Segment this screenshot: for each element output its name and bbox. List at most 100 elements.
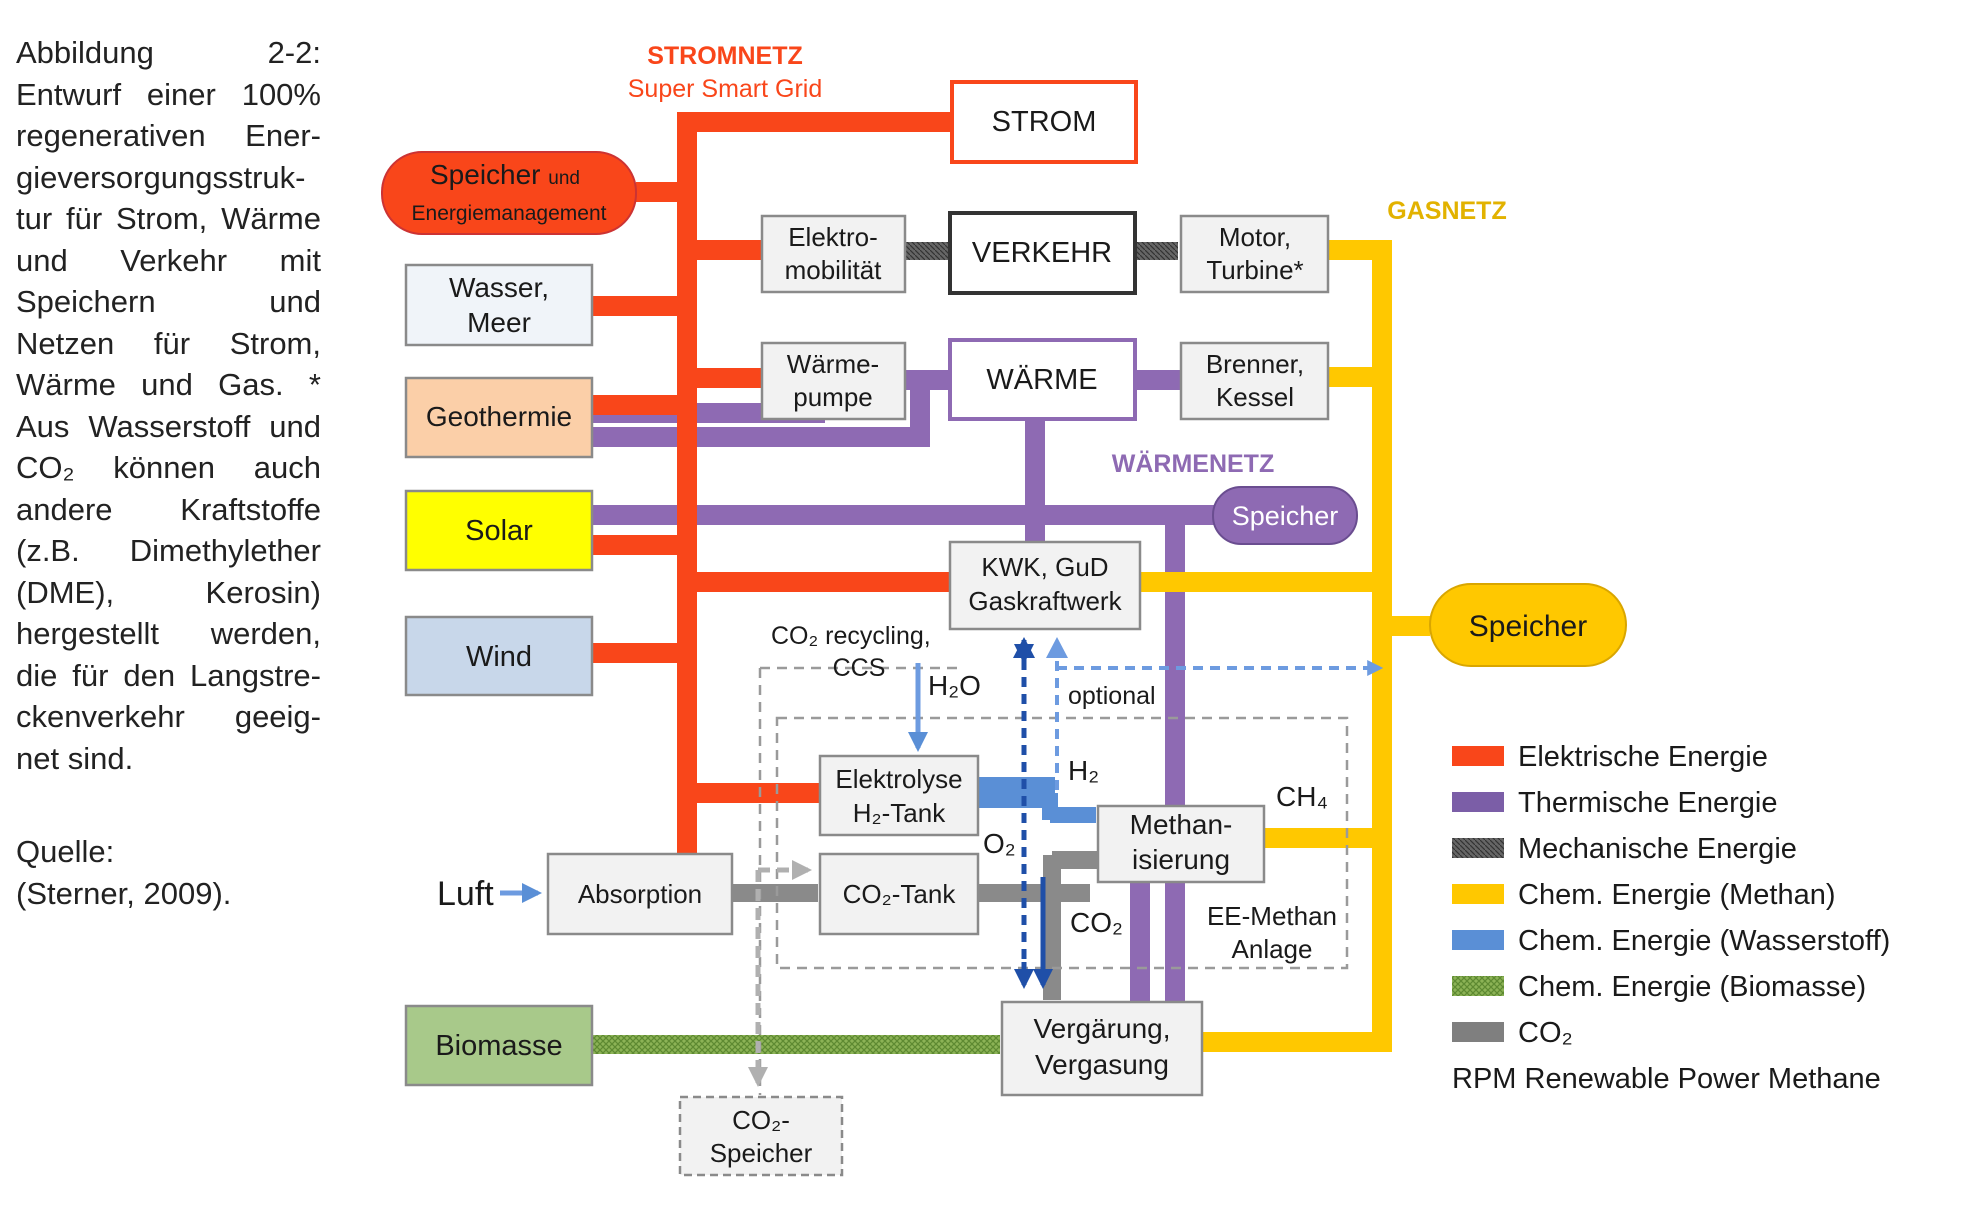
geothermie-node: Geothermie	[404, 376, 594, 459]
svg-text:Absorption: Absorption	[578, 879, 702, 909]
svg-text:Geothermie: Geothermie	[426, 401, 572, 432]
svg-text:STROM: STROM	[992, 106, 1097, 138]
svg-text:Methan-: Methan-	[1130, 809, 1233, 840]
svg-text:WÄRME: WÄRME	[986, 364, 1097, 396]
h2-label: H₂	[1068, 755, 1099, 786]
luft-label: Luft	[437, 875, 494, 913]
legend-label-0: Elektrische Energie	[1518, 741, 1768, 773]
legend-label-1: Thermische Energie	[1518, 787, 1778, 819]
legend-swatch-3	[1452, 884, 1504, 904]
svg-text:Meer: Meer	[467, 307, 531, 338]
wind-node: Wind	[404, 615, 594, 697]
energiemanagement-label: Energiemanagement	[412, 202, 607, 225]
svg-text:KWK, GuD: KWK, GuD	[981, 552, 1108, 582]
legend-label-3: Chem. Energie (Methan)	[1518, 879, 1836, 911]
ee-methan-anlage-label: Anlage	[1232, 934, 1313, 964]
waerme-speicher-node: Speicher	[1212, 486, 1358, 545]
vergaerung-node: Vergärung, Vergasung	[1000, 1000, 1204, 1097]
svg-text:Turbine*: Turbine*	[1206, 255, 1303, 285]
ee-methan-frame	[775, 716, 1349, 970]
gasnetz-title: GASNETZ	[1387, 197, 1506, 225]
optional-dashed-arrows	[1055, 658, 1384, 790]
biomasse-node: Biomasse	[404, 1004, 594, 1087]
dark-blue-arrowhead-up	[1013, 637, 1035, 658]
svg-text:Biomasse: Biomasse	[435, 1030, 562, 1062]
svg-text:Speicher: Speicher	[710, 1138, 813, 1168]
ee-methan-label: EE-Methan	[1207, 901, 1337, 931]
legend-swatch-6	[1452, 1022, 1504, 1042]
hydrogen-lines	[976, 777, 1096, 823]
co2-tank-node: CO₂-Tank	[818, 852, 980, 936]
strom-node: STROM	[950, 80, 1138, 164]
legend-label-2: Mechanische Energie	[1518, 833, 1797, 865]
kwk-gud-node: KWK, GuD Gaskraftwerk	[948, 540, 1142, 631]
elektromobilitaet-node: Elektro- mobilität	[760, 214, 907, 294]
legend-label-5: Chem. Energie (Biomasse)	[1518, 971, 1866, 1003]
source-label: Quelle:	[16, 834, 115, 869]
legend-swatch-2	[1452, 838, 1504, 858]
svg-text:Vergasung: Vergasung	[1035, 1049, 1169, 1080]
svg-text:Speicher und: Speicher und	[430, 159, 580, 190]
electric-lines	[592, 112, 952, 862]
optional-arrowhead-up	[1046, 637, 1068, 658]
svg-text:Kessel: Kessel	[1216, 382, 1294, 412]
waerme-node: WÄRME	[948, 338, 1137, 421]
svg-text:Vergärung,: Vergärung,	[1034, 1013, 1171, 1044]
h2o-label: H₂O	[928, 670, 981, 701]
legend-swatch-4	[1452, 930, 1504, 950]
svg-text:Elektrolyse: Elektrolyse	[835, 764, 962, 794]
co2-label: CO₂	[1070, 907, 1123, 938]
stromnetz-subtitle: Super Smart Grid	[628, 75, 823, 103]
und-label: und	[548, 168, 580, 189]
co2-dashed-arrows	[748, 860, 812, 1087]
legend-swatch-5	[1452, 976, 1504, 996]
absorption-node: Absorption	[546, 852, 734, 936]
svg-text:mobilität: mobilität	[785, 255, 883, 285]
methane-lines	[1135, 240, 1430, 1052]
svg-text:Wind: Wind	[466, 641, 532, 673]
svg-text:Elektro-: Elektro-	[788, 222, 878, 252]
motor-turbine-node: Motor, Turbine*	[1179, 214, 1330, 294]
verkehr-node: VERKEHR	[948, 211, 1137, 295]
co2-recycling-label: CO₂ recycling,	[771, 622, 931, 650]
o2-label: O₂	[983, 828, 1016, 859]
svg-text:H₂-Tank: H₂-Tank	[853, 798, 946, 828]
svg-text:CO₂-Tank: CO₂-Tank	[843, 879, 957, 909]
dark-blue-dashed-arrow	[1014, 640, 1053, 989]
elektrolyse-node: Elektrolyse H₂-Tank	[818, 754, 980, 837]
svg-text:CO₂-: CO₂-	[732, 1105, 790, 1135]
brenner-kessel-node: Brenner, Kessel	[1179, 341, 1330, 421]
solar-node: Solar	[404, 489, 594, 572]
svg-text:Speicher: Speicher	[1232, 501, 1339, 531]
figure-caption: Abbildung 2-2: Entwurf einer 100% regene…	[16, 32, 321, 914]
legend-footer: RPM Renewable Power Methane	[1452, 1063, 1881, 1095]
svg-text:Solar: Solar	[465, 515, 533, 547]
source-citation: (Sterner, 2009).	[16, 875, 232, 911]
svg-text:Motor,: Motor,	[1219, 222, 1291, 252]
legend-swatch-1	[1452, 792, 1504, 812]
svg-text:Brenner,: Brenner,	[1206, 349, 1304, 379]
co2-speicher-node: CO₂- Speicher	[678, 1095, 844, 1177]
svg-text:Wasser,: Wasser,	[449, 272, 549, 303]
ccs-label: CCS	[833, 654, 886, 682]
gas-speicher-node: Speicher	[1429, 583, 1627, 667]
legend-label-6: CO₂	[1518, 1017, 1573, 1049]
biomass-line	[592, 1035, 1000, 1054]
waermenetz-title: WÄRMENETZ	[1112, 450, 1274, 478]
optional-label: optional	[1068, 682, 1156, 710]
wasser-meer-node: Wasser, Meer	[404, 263, 594, 347]
svg-text:isierung: isierung	[1132, 844, 1230, 875]
legend-label-4: Chem. Energie (Wasserstoff)	[1518, 925, 1890, 957]
ch4-label: CH₄	[1276, 781, 1328, 812]
stromnetz-title: STROMNETZ	[647, 42, 803, 70]
legend-swatch-0	[1452, 746, 1504, 766]
svg-text:Wärme-: Wärme-	[787, 349, 879, 379]
svg-text:Speicher: Speicher	[1469, 610, 1587, 643]
svg-text:VERKEHR: VERKEHR	[972, 237, 1112, 269]
waermepumpe-node: Wärme- pumpe	[760, 341, 907, 421]
mechanical-lines	[903, 242, 1178, 260]
svg-text:pumpe: pumpe	[793, 382, 873, 412]
methanisierung-node: Methan- isierung	[1096, 804, 1266, 884]
